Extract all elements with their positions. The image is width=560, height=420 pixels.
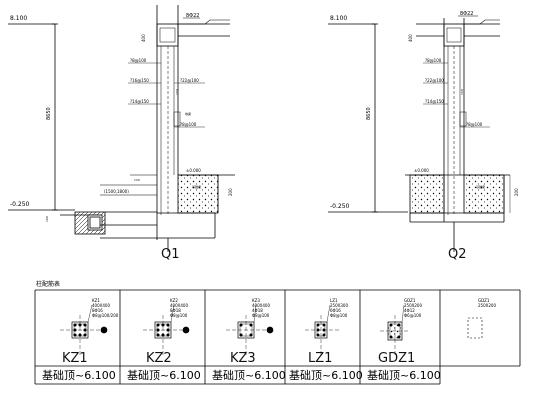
lz1-range: 基础顶~6.100 bbox=[289, 369, 363, 382]
column-rebar-table bbox=[34, 289, 521, 385]
q2-rebar-label-1: ?8@100 bbox=[425, 58, 442, 63]
dim-200: 200 bbox=[228, 188, 233, 196]
kz2-range: 基础顶~6.100 bbox=[127, 369, 201, 382]
rebar-label-2: ?16@150 bbox=[130, 78, 149, 83]
kz1-name: KZ1 bbox=[62, 351, 88, 366]
lz1-spec-3: 6Φ16 bbox=[330, 308, 341, 313]
kz3-spec-2: 400X400 bbox=[252, 303, 270, 308]
foundation-block bbox=[177, 174, 219, 214]
section-title-q1: Q1 bbox=[161, 247, 180, 262]
svg-text:400: 400 bbox=[408, 34, 413, 42]
rebar-label-1: ?8@100 bbox=[130, 58, 147, 63]
kz2-name: KZ2 bbox=[146, 351, 172, 366]
kz1-spec-1: KZ1 bbox=[92, 298, 100, 303]
column-detail-extra bbox=[467, 317, 483, 339]
gdz1-spec-4: Φ6@100 bbox=[404, 313, 422, 318]
kz3-spec-3: 4Φ18 bbox=[252, 308, 263, 313]
q2-foundation-right bbox=[463, 174, 505, 214]
svg-text:100: 100 bbox=[45, 216, 49, 222]
extra-spec-2: 250X200 bbox=[478, 303, 496, 308]
kz1-spec-3: 8Φ16 bbox=[92, 308, 103, 313]
top-beam bbox=[156, 23, 179, 47]
column-detail-lz1 bbox=[305, 304, 340, 355]
table-title: 柱配筋表 bbox=[36, 280, 60, 288]
kz3-spec-4: Φ8@100 bbox=[252, 313, 270, 318]
svg-text:400: 400 bbox=[141, 34, 146, 42]
gdz1-name: GDZ1 bbox=[378, 351, 415, 366]
q2-top-rebar: 8Φ22 bbox=[460, 11, 473, 17]
q2-ground-elevation: ±0.000 bbox=[414, 168, 429, 173]
rebar-label-4: ?8@100 bbox=[180, 122, 197, 127]
svg-text:基础梁: 基础梁 bbox=[192, 184, 201, 189]
lz1-spec-2: 250X300 bbox=[330, 303, 348, 308]
q2-rebar-label-4: ?8@100 bbox=[466, 122, 483, 127]
lz1-spec-4: Φ8@100 bbox=[330, 313, 348, 318]
kz1-spec-4: Φ8@100/200 bbox=[92, 313, 119, 318]
svg-text:地梁: 地梁 bbox=[185, 111, 191, 116]
column-detail-kz1 bbox=[60, 304, 108, 355]
gdz1-spec-1: GDZ1 bbox=[404, 298, 416, 303]
ground-elevation: ±0.000 bbox=[186, 168, 201, 173]
gdz1-range: 基础顶~6.100 bbox=[367, 369, 441, 382]
dim-120: 120 bbox=[134, 178, 140, 182]
column-detail-kz3 bbox=[226, 304, 274, 355]
rebar-label-3: ?14@150 bbox=[130, 99, 149, 104]
kz1-range: 基础顶~6.100 bbox=[42, 369, 116, 382]
kz2-spec-4: Φ8@100 bbox=[170, 313, 188, 318]
q2-elevation-top-label: 8.100 bbox=[330, 15, 347, 22]
q2-elevation-bottom-label: -0.250 bbox=[330, 203, 350, 210]
kz3-name: KZ3 bbox=[230, 351, 256, 366]
gdz1-spec-2: 250X200 bbox=[404, 303, 422, 308]
q2-foundation-left bbox=[409, 174, 445, 214]
elevation-bottom-label: -0.250 bbox=[10, 201, 30, 208]
gdz1-spec-3: 4Φ12 bbox=[404, 308, 415, 313]
kz2-spec-2: 400X400 bbox=[170, 303, 188, 308]
section-title-q2: Q2 bbox=[448, 247, 467, 262]
q2-height-dimension: 8650 bbox=[366, 107, 372, 120]
kz2-spec-3: 8Φ18 bbox=[170, 308, 181, 313]
kz3-range: 基础顶~6.100 bbox=[212, 369, 286, 382]
kz3-spec-1: KZ3 bbox=[252, 298, 260, 303]
elevation-top-label: 8.100 bbox=[10, 15, 27, 22]
svg-text:基础梁: 基础梁 bbox=[476, 184, 485, 189]
svg-text:150: 150 bbox=[175, 89, 179, 95]
kz1-spec-2: 400X400 bbox=[92, 303, 110, 308]
top-rebar-label: 8Φ22 bbox=[186, 13, 199, 19]
rebar-label-5: ?22@100 bbox=[180, 78, 199, 83]
lz1-name: LZ1 bbox=[308, 351, 332, 366]
lz1-spec-1: LZ1 bbox=[330, 298, 338, 303]
svg-text:150: 150 bbox=[460, 89, 464, 95]
column-detail-kz2 bbox=[143, 304, 190, 355]
q2-dim-200: 200 bbox=[514, 188, 519, 196]
q2-rebar-label-3: ?14@150 bbox=[425, 99, 444, 104]
section-q1: 8.100 8650 -0.250 8Φ22 400 ?8@100 ?16@15… bbox=[8, 5, 235, 252]
q2-rebar-label-2: ?22@100 bbox=[425, 78, 444, 83]
kz2-spec-1: KZ2 bbox=[170, 298, 178, 303]
extra-spec-1: GDZ1 bbox=[478, 298, 490, 303]
column-detail-gdz1 bbox=[380, 304, 410, 355]
section-q2: 8.100 8650 -0.250 8Φ22 400 ?8@100 ?22@10… bbox=[328, 11, 519, 252]
opening-label: (1500,1800) bbox=[104, 189, 129, 194]
height-dimension-label: 8650 bbox=[46, 107, 52, 120]
